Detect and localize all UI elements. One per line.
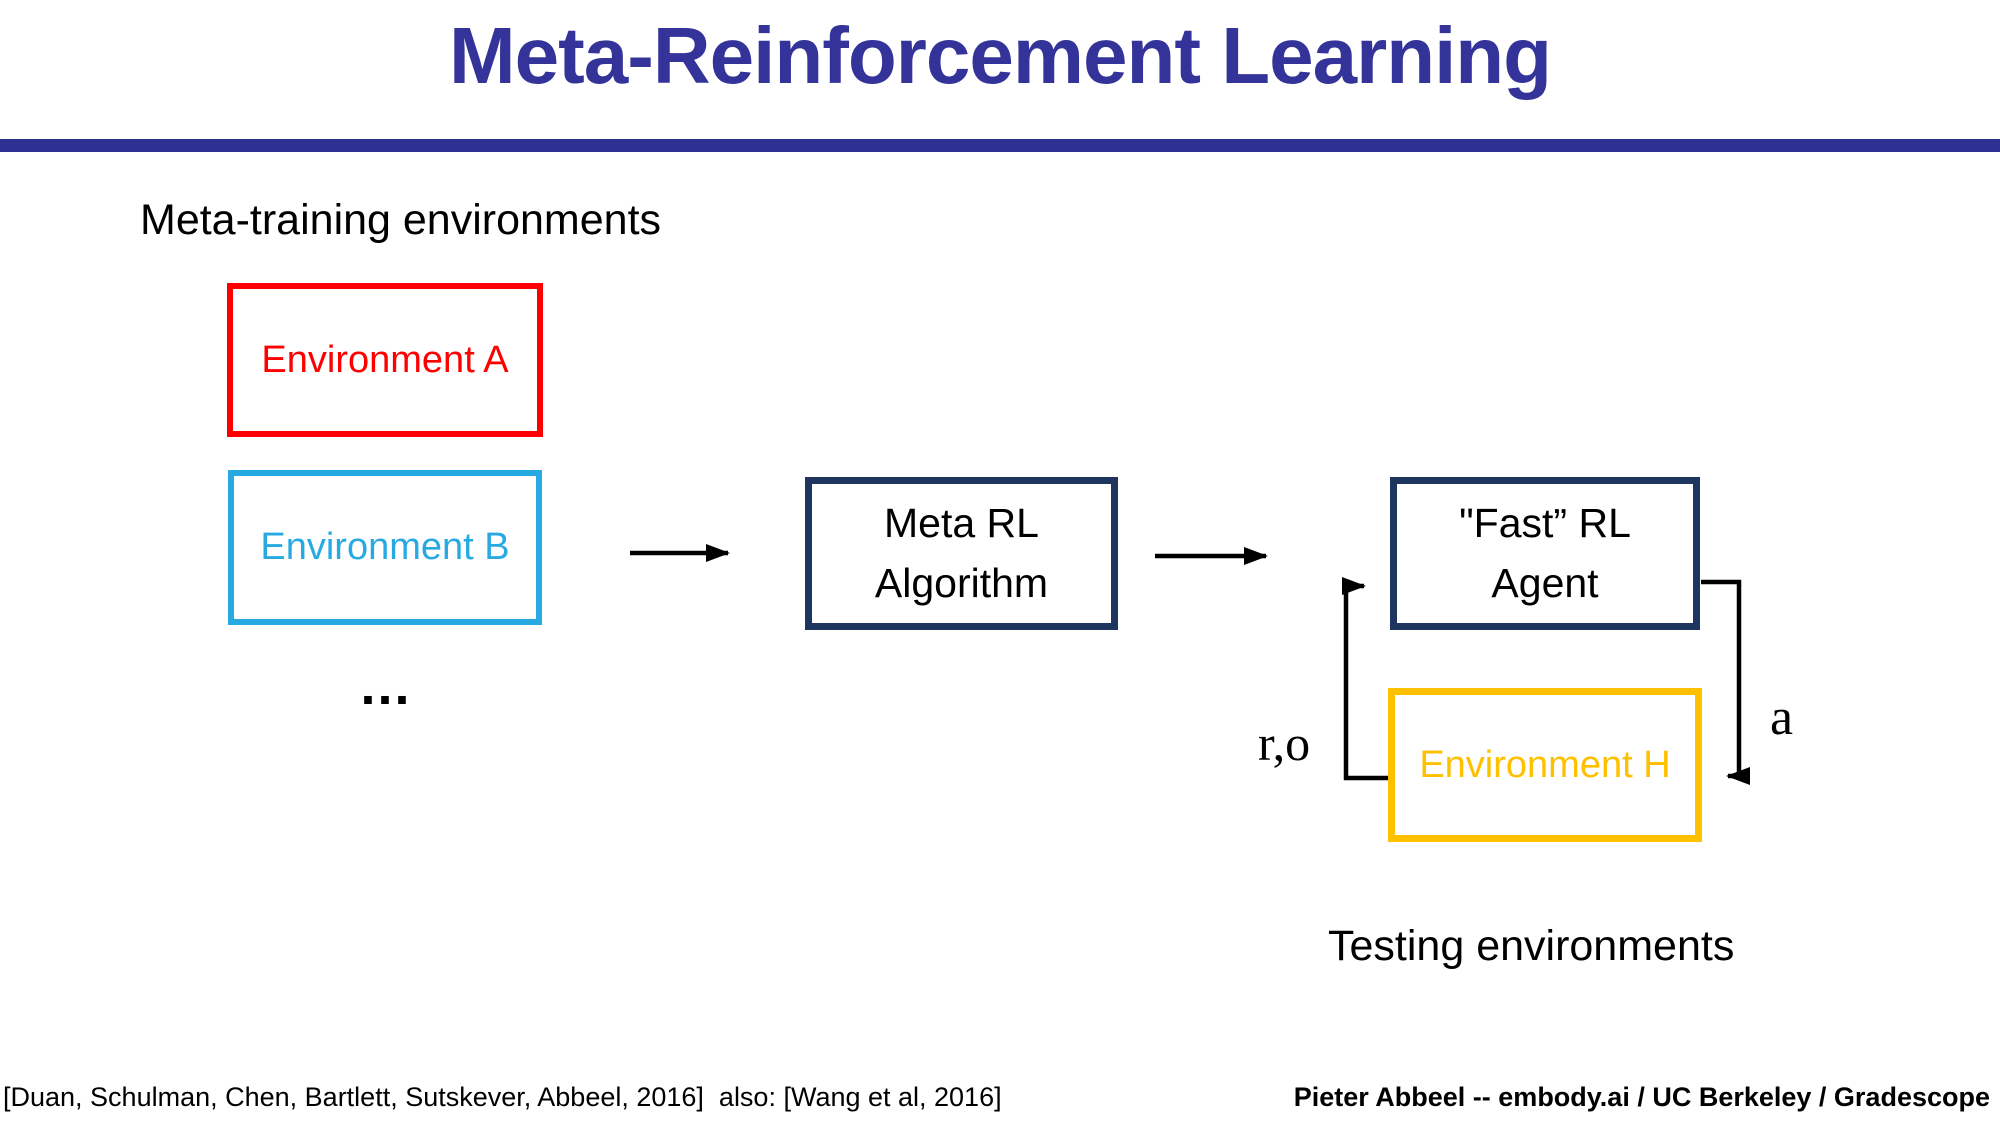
loop-arrow-action: [1701, 579, 1750, 785]
environment-b-box: Environment B: [228, 470, 542, 625]
slide-title: Meta-Reinforcement Learning: [448, 11, 1552, 100]
more-environments-ellipsis: ...: [360, 656, 412, 716]
environment-b-label: Environment B: [260, 526, 510, 568]
title-divider: [0, 139, 2000, 152]
meta-training-label: Meta-training environments: [140, 196, 662, 244]
environment-h-label: Environment H: [1419, 743, 1671, 786]
meta-rl-algorithm-label: Meta RL Algorithm: [874, 500, 1049, 606]
author-credit-text: Pieter Abbeel -- embody.ai / UC Berkeley…: [1293, 1082, 1990, 1112]
loop-arrow-reward-observation: [1342, 577, 1388, 781]
citation-text: [Duan, Schulman, Chen, Bartlett, Sutskev…: [3, 1082, 1002, 1112]
action-label: a: [1770, 689, 1794, 746]
environment-a-box: Environment A: [227, 283, 543, 437]
fast-rl-agent-box: "Fast” RL Agent: [1390, 477, 1700, 630]
fast-rl-agent-label: "Fast” RL Agent: [1459, 500, 1631, 606]
environment-h-box: Environment H: [1388, 688, 1702, 842]
meta-rl-algorithm-box: Meta RL Algorithm: [805, 477, 1118, 630]
environment-a-label: Environment A: [261, 338, 509, 381]
reward-observation-label: r,o: [1258, 715, 1311, 771]
testing-environments-label: Testing environments: [1328, 922, 1735, 970]
